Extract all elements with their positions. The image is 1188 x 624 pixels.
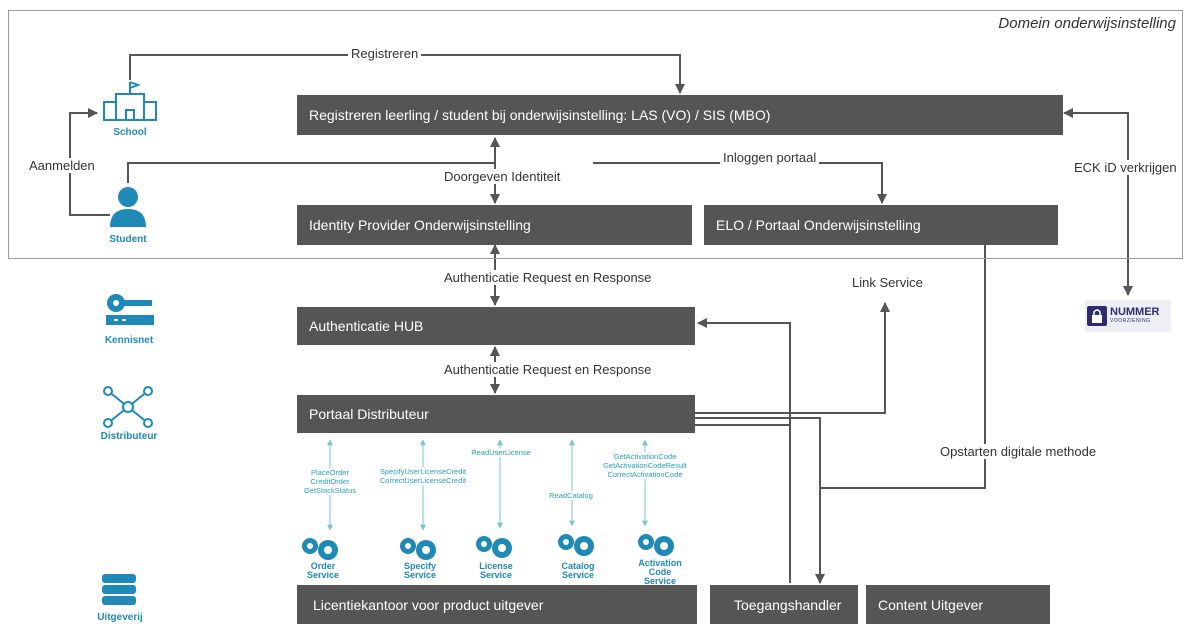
network-icon: [103, 386, 153, 428]
api-order-2: CreditOrder: [310, 477, 350, 486]
service-license-line2: Service: [479, 570, 513, 580]
api-activation-3: CorrectActivationCode: [607, 470, 683, 479]
service-specify-line1: Specify: [403, 561, 436, 571]
service-order-line1: Order: [310, 561, 336, 571]
school-icon: [103, 81, 157, 121]
actor-uitgeverij-label: Uitgeverij: [97, 612, 143, 623]
lock-icon: [1087, 306, 1107, 326]
api-activation: GetActivationCode GetActivationCodeResul…: [590, 452, 700, 479]
label-doorgeven-identiteit: Doorgeven Identiteit: [441, 169, 564, 184]
box-identity-provider: Identity Provider Onderwijsinstelling: [297, 205, 692, 245]
api-specify: SpecifyUserLicenseCredit CorrectUserLice…: [368, 467, 478, 485]
label-link-service: Link Service: [849, 275, 926, 290]
box-registreren: Registreren leerling / student bij onder…: [297, 95, 1063, 135]
label-opstarten: Opstarten digitale methode: [937, 444, 1100, 459]
service-activation-line3: Service: [643, 576, 677, 586]
api-order-3: GetStockStatus: [303, 486, 357, 495]
label-inloggen-portaal: Inloggen portaal: [720, 150, 820, 165]
books-icon: [102, 574, 136, 605]
api-specify-1: SpecifyUserLicenseCredit: [379, 467, 467, 476]
actor-distributeur-label: Distributeur: [100, 431, 158, 442]
nummervoorziening-logo: NUMMER VOORZIENING: [1085, 300, 1171, 332]
actor-school-label: School: [113, 127, 147, 138]
actor-student-label: Student: [109, 234, 147, 245]
api-activation-1: GetActivationCode: [613, 452, 677, 461]
domain-boundary: Domein onderwijsinstelling: [8, 10, 1183, 259]
service-license-label: License Service: [456, 562, 536, 580]
api-activation-2: GetActivationCodeResult: [603, 461, 687, 470]
service-order-label: Order Service: [283, 562, 363, 580]
service-activation-line2: Code: [648, 567, 672, 577]
box-licentiekantoor: Licentiekantoor voor product uitgever: [297, 585, 697, 624]
label-aanmelden: Aanmelden: [26, 158, 98, 173]
gear-icon: [400, 538, 436, 560]
service-license-line1: License: [479, 561, 513, 571]
service-activation-label: Activation Code Service: [620, 559, 700, 586]
box-content-uitgever: Content Uitgever: [866, 585, 1050, 624]
api-order-1: PlaceOrder: [311, 468, 349, 477]
api-order: PlaceOrder CreditOrder GetStockStatus: [292, 468, 368, 495]
api-catalog-1: ReadCatalog: [549, 491, 593, 500]
actor-kennisnet-label: Kennisnet: [104, 335, 154, 346]
logo-title: NUMMER: [1110, 306, 1160, 318]
domain-title: Domein onderwijsinstelling: [998, 15, 1176, 32]
service-catalog-line1: Catalog: [561, 561, 595, 571]
box-portaal-distributeur: Portaal Distributeur: [297, 395, 695, 433]
gear-icon: [638, 534, 674, 556]
service-catalog-line2: Service: [561, 570, 595, 580]
box-elo-portaal: ELO / Portaal Onderwijsinstelling: [704, 205, 1058, 245]
service-order-line2: Service: [306, 570, 340, 580]
kennisnet-icon: [106, 294, 154, 325]
service-activation-line1: Activation: [638, 558, 682, 568]
gear-icon: [476, 536, 512, 558]
api-catalog: ReadCatalog: [540, 491, 602, 500]
label-registreren: Registreren: [348, 46, 422, 61]
label-auth-request-1: Authenticatie Request en Response: [441, 270, 655, 285]
service-catalog-label: Catalog Service: [538, 562, 618, 580]
logo-subtitle: VOORZIENING: [1110, 318, 1151, 324]
api-specify-2: CorrectUserLicenseCredit: [379, 476, 467, 485]
label-eck-id: ECK iD verkrijgen: [1071, 160, 1180, 175]
student-icon: [110, 187, 146, 227]
box-toegangshandler: Toegangshandler: [710, 585, 858, 624]
box-authenticatie-hub: Authenticatie HUB: [297, 307, 695, 345]
gear-icon: [558, 534, 594, 556]
api-license-1: ReadUserLicense: [471, 448, 531, 457]
label-auth-request-2: Authenticatie Request en Response: [441, 362, 655, 377]
service-specify-label: Specify Service: [380, 562, 460, 580]
gear-icon: [302, 538, 338, 560]
api-license: ReadUserLicense: [464, 448, 538, 457]
service-specify-line2: Service: [403, 570, 437, 580]
